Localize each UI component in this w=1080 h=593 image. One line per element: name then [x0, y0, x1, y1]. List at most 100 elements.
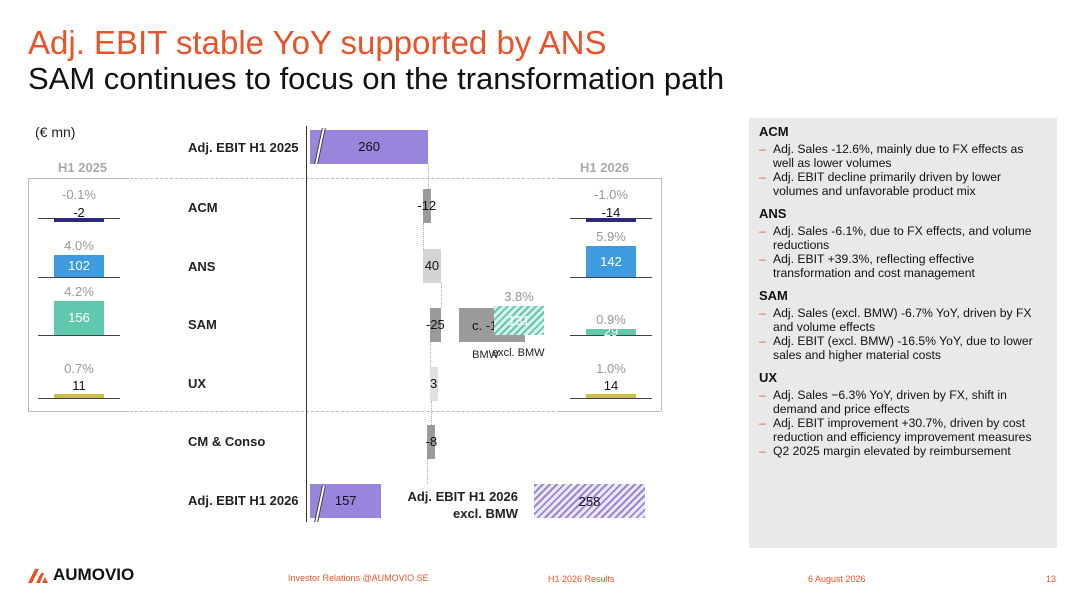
h1-2025-bracket-bottom	[28, 411, 129, 412]
h1-2025-bar-ux	[54, 394, 104, 398]
waterfall-bar-ans	[422, 249, 442, 283]
waterfall-value-sam: -25	[425, 317, 445, 332]
commentary-item: Adj. Sales (excl. BMW) -6.7% YoY, driven…	[759, 306, 1047, 334]
commentary-item: Adj. Sales -12.6%, mainly due to FX effe…	[759, 142, 1047, 170]
h1-2026-baseline-ux	[570, 398, 652, 399]
waterfall-value-adj-ebit-h1-2025: 260	[358, 139, 380, 154]
waterfall-connector-sam	[429, 342, 431, 367]
commentary-item: Adj. EBIT decline primarily driven by lo…	[759, 170, 1047, 198]
h1-2025-bracket-top	[28, 178, 129, 179]
waterfall-value-adj-ebit-h1-2026: 157	[334, 493, 357, 508]
h1-2026-baseline-ans	[570, 277, 652, 278]
waterfall-value-acm: -12	[417, 198, 437, 213]
commentary-section-ux: UX Adj. Sales −6.3% YoY, driven by FX, sh…	[759, 370, 1047, 458]
excl-bmw-label-line1: Adj. EBIT H1 2026	[407, 489, 518, 504]
dash-separator-top	[130, 178, 560, 179]
h1-2025-margin-ans: 4.0%	[64, 237, 94, 253]
label-end: Adj. EBIT H1 2026	[188, 493, 299, 508]
label-ans: ANS	[188, 259, 216, 274]
waterfall-bar-sam	[429, 308, 442, 342]
h1-2026-bar-acm	[586, 218, 636, 222]
h1-2026-header: H1 2026	[580, 160, 630, 175]
logo: AUMOVIO	[28, 565, 134, 585]
commentary-heading: UX	[759, 370, 778, 385]
h1-2025-value-ux: 11	[72, 378, 86, 393]
h1-2025-value-acm: -2	[73, 205, 85, 220]
h1-2026-bar-ans: 142	[586, 245, 636, 277]
commentary-item: Adj. Sales -6.1%, due to FX effects, and…	[759, 224, 1047, 252]
waterfall-bar-adj-ebit-h1-2025	[310, 130, 429, 164]
commentary-heading: SAM	[759, 288, 788, 303]
waterfall-connector-adj-ebit-h1-2025	[428, 164, 430, 189]
commentary-section-acm: ACM Adj. Sales -12.6%, mainly due to FX e…	[759, 124, 1047, 198]
waterfall-value-ans: 40	[424, 258, 440, 273]
commentary-section-sam: SAM Adj. Sales (excl. BMW) -6.7% YoY, dri…	[759, 288, 1047, 362]
h1-2026-bracket-top	[560, 178, 661, 179]
commentary-list: ACM Adj. Sales -12.6%, mainly due to FX e…	[749, 118, 1057, 458]
waterfall-connector-ans	[441, 283, 443, 308]
h1-2025-bar-sam: 156	[54, 300, 104, 335]
h1-2026-margin-ux: 1.0%	[596, 361, 626, 376]
commentary-item: Adj. EBIT (excl. BMW) -16.5% YoY, due to…	[759, 334, 1047, 362]
h1-2026-baseline-sam	[570, 335, 652, 336]
h1-2026-bracket-side	[661, 178, 662, 411]
label-cm-conso: CM & Conso	[188, 434, 266, 449]
footer-results: H1 2026 Results	[548, 574, 615, 584]
excl-bmw-label-line2: excl. BMW	[452, 506, 518, 521]
waterfall-connector-acm	[422, 223, 424, 249]
h1-2025-margin-acm: -0.1%	[62, 187, 96, 202]
page-title: Adj. EBIT stable YoY supported by ANS	[28, 24, 607, 61]
waterfall-connector-ux	[431, 401, 433, 425]
waterfall-connector-cm-conso	[427, 459, 429, 484]
h1-2025-bracket-side	[28, 178, 29, 411]
h1-2026-bar-sam-excl-bmw: 131	[494, 306, 544, 335]
waterfall-axis	[306, 126, 307, 522]
h1-2026-bracket-bottom	[560, 411, 661, 412]
commentary-item: Adj. Sales −6.3% YoY, driven by FX, shif…	[759, 388, 1047, 416]
footer-date: 6 August 2026	[808, 574, 866, 584]
logo-text: AUMOVIO	[53, 565, 135, 584]
commentary-panel: ACM Adj. Sales -12.6%, mainly due to FX e…	[749, 118, 1057, 548]
excl-bmw-label: Adj. EBIT H1 2026 excl. BMW	[380, 488, 518, 522]
commentary-item: Q2 2025 margin elevated by reimbursement	[759, 444, 1047, 458]
h1-2026-caption-excl-bmw: excl. BMW	[492, 347, 545, 359]
commentary-item: Adj. EBIT +39.3%, reflecting effective t…	[759, 252, 1047, 280]
h1-2025-margin-sam: 4.2%	[64, 283, 94, 299]
h1-2026-bar-sam: 29	[586, 324, 636, 339]
waterfall-bar-acm	[422, 189, 431, 223]
h1-2025-baseline-sam	[38, 335, 120, 336]
h1-2025-bar-acm	[54, 218, 104, 222]
page-subtitle: SAM continues to focus on the transforma…	[28, 61, 725, 96]
h1-2026-margin-ans: 5.9%	[596, 228, 626, 244]
commentary-heading: ACM	[759, 124, 789, 139]
label-acm: ACM	[188, 200, 218, 215]
waterfall-bar-excl-bmw: 258	[534, 484, 645, 518]
commentary-section-ans: ANS Adj. Sales -6.1%, due to FX effects, …	[759, 206, 1047, 280]
h1-2025-baseline-ans	[38, 277, 120, 278]
waterfall-bar-cm-conso	[427, 425, 436, 459]
waterfall-caption-bmw: BMW	[472, 349, 500, 361]
waterfall-value-ux: 3	[430, 376, 438, 391]
waterfall-value-cm-conso: -8	[425, 434, 438, 449]
h1-2026-bar-ux	[586, 394, 636, 398]
h1-2026-margin-acm: -1.0%	[594, 187, 628, 202]
waterfall-bar-ux	[429, 367, 438, 401]
commentary-heading: ANS	[759, 206, 787, 221]
h1-2026-margin-sam-excl-bmw: 3.8%	[504, 289, 534, 305]
footer-page: 13	[1046, 574, 1057, 584]
h1-2026-margin-sam: 0.9%	[596, 311, 626, 327]
label-start: Adj. EBIT H1 2025	[188, 140, 299, 155]
h1-2026-value-ux: 14	[603, 378, 619, 393]
commentary-item: Adj. EBIT improvement +30.7%, driven by …	[759, 416, 1047, 444]
h1-2025-baseline-ux	[38, 398, 120, 399]
h1-2025-margin-ux: 0.7%	[64, 361, 94, 376]
unit-label: (€ mn)	[35, 124, 76, 140]
label-ux: UX	[188, 376, 207, 391]
label-sam: SAM	[188, 317, 217, 332]
dash-separator-bottom	[130, 411, 560, 412]
footer-ir: Investor Relations @AUMOVIO SE	[288, 573, 429, 583]
h1-2025-bar-ans: 102	[54, 254, 104, 277]
h1-2026-value-acm: -14	[601, 205, 621, 220]
h1-2025-header: H1 2025	[58, 160, 108, 175]
aumovio-logo-icon	[28, 569, 48, 583]
